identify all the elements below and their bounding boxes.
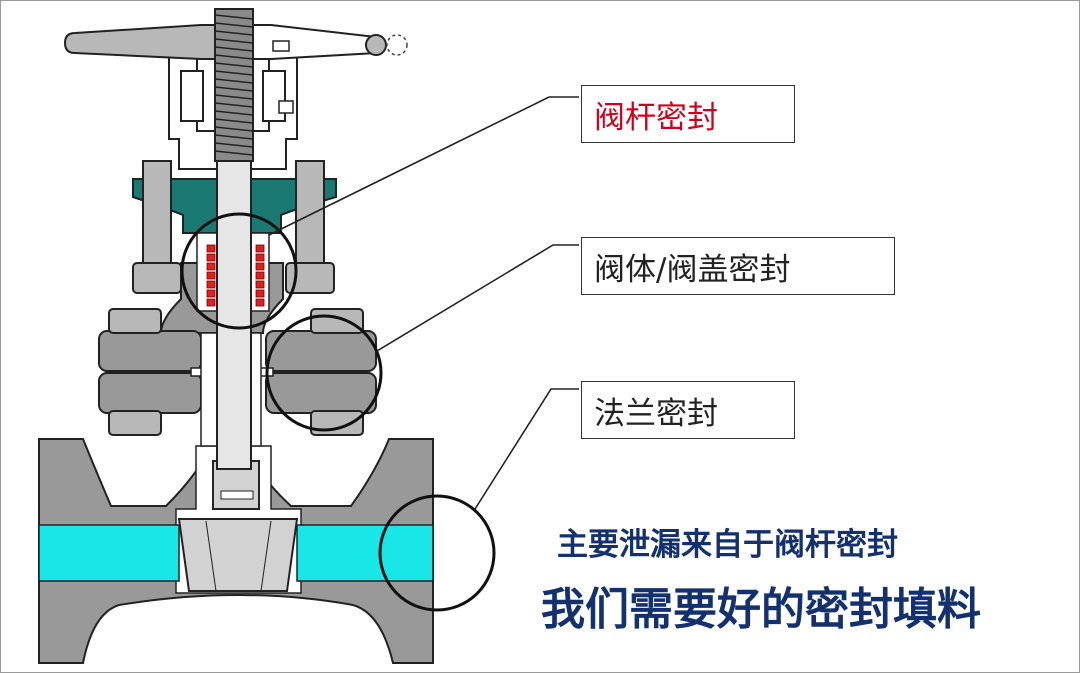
gate-wedge xyxy=(177,518,299,592)
body-flange-left xyxy=(98,372,202,414)
callout-circle-bonnet xyxy=(265,314,383,432)
bonnet-flange-left xyxy=(98,330,202,372)
callout-circle-stem xyxy=(180,212,298,330)
bolt-nut xyxy=(108,410,162,436)
handwheel-knob xyxy=(365,34,387,56)
caption-main-leak-source: 主要泄漏来自于阀杆密封 xyxy=(557,527,898,563)
callout-circle-flange xyxy=(378,494,496,612)
packing-column-left xyxy=(206,244,216,307)
bolt-nut xyxy=(310,308,364,334)
caption-need-packing: 我们需要好的密封填料 xyxy=(541,584,981,635)
handwheel-knob-outline xyxy=(386,34,408,56)
yoke-nut-housing xyxy=(180,70,204,122)
packing-column-right xyxy=(255,244,265,307)
leader-line-flange xyxy=(474,388,579,510)
label-stem-seal: 阀杆密封 xyxy=(581,85,795,143)
leader-line-bonnet xyxy=(376,244,579,352)
label-flange-seal: 法兰密封 xyxy=(581,381,795,439)
handwheel-arm-left xyxy=(63,24,216,60)
gland-nut xyxy=(285,262,335,294)
packing-rings xyxy=(206,244,265,307)
gland-nut xyxy=(132,262,182,294)
label-body-bonnet-seal: 阀体/阀盖密封 xyxy=(581,237,895,295)
handwheel-arm-right xyxy=(252,24,377,60)
bolt-nut xyxy=(108,308,162,334)
body-flange-right xyxy=(265,372,377,414)
valve-stem xyxy=(216,158,252,470)
thread-lines xyxy=(214,14,254,156)
valve-body xyxy=(38,405,434,664)
callouts xyxy=(180,96,579,612)
leader-line-stem xyxy=(268,96,579,236)
flow-channel-right xyxy=(296,524,434,582)
flow-channel-left xyxy=(38,524,180,582)
stem-and-yoke xyxy=(63,8,408,470)
bolt-nut xyxy=(310,410,364,436)
bonnet-flange-right xyxy=(265,330,377,372)
